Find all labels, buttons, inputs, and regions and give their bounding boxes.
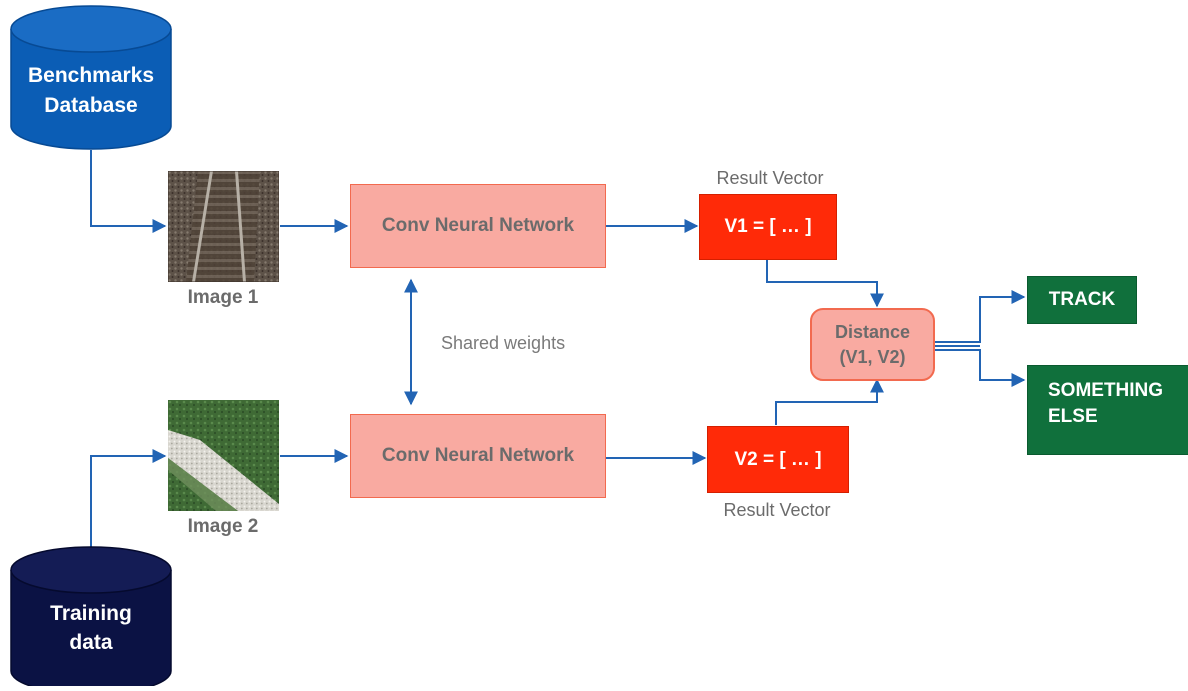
distance-node: Distance (V1, V2): [810, 308, 935, 381]
arrow-training-to-image2: [90, 449, 167, 548]
shared-weights-label: Shared weights: [441, 333, 566, 353]
output-track: TRACK: [1027, 276, 1137, 324]
output-other-line2: ELSE: [1048, 406, 1098, 427]
training-label-line2: data: [69, 631, 113, 654]
vector-v2-box: V2 = [ … ]: [707, 426, 849, 493]
training-label-line1: Training: [50, 602, 132, 625]
output-something-else: SOMETHING ELSE: [1027, 365, 1188, 455]
conv-neural-network-top: Conv Neural Network: [350, 184, 606, 268]
vector-v2-value: V2 = [ … ]: [734, 448, 822, 470]
vector-v1-value: V1 = [ … ]: [724, 216, 812, 237]
training-database: Training data: [10, 546, 172, 691]
vector-v1-box: V1 = [ … ]: [699, 194, 837, 260]
benchmarks-database: Benchmarks Database: [10, 5, 172, 150]
arrow-v2-to-distance: [775, 378, 884, 425]
output-track-label: TRACK: [1048, 289, 1116, 310]
arrow-distance-to-track: [933, 290, 1026, 343]
distance-label-line2: (V1, V2): [839, 346, 906, 367]
arrow-distance-to-something-else: [933, 349, 1026, 387]
database-cylinder-icon: [10, 546, 172, 691]
benchmarks-label-line2: Database: [44, 94, 138, 117]
arrow-v1-to-distance: [766, 259, 884, 308]
database-cylinder-icon: [10, 5, 172, 150]
distance-label-line1: Distance: [834, 321, 911, 342]
benchmarks-label-line1: Benchmarks: [27, 64, 155, 87]
result-vector-v2-title: Result Vector: [723, 500, 831, 520]
cnn-top-label: Conv Neural Network: [381, 215, 575, 236]
cnn-bottom-label: Conv Neural Network: [381, 445, 575, 466]
image1-caption: Image 1: [187, 287, 259, 308]
arrow-benchmarks-to-image1: [90, 150, 167, 233]
image2-caption: Image 2: [187, 516, 259, 537]
output-other-line1: SOMETHING: [1048, 380, 1164, 401]
result-vector-v1-title: Result Vector: [716, 168, 824, 188]
conv-neural-network-bottom: Conv Neural Network: [350, 414, 606, 498]
grass-path-image: [168, 400, 279, 511]
railway-track-image: [168, 171, 279, 282]
